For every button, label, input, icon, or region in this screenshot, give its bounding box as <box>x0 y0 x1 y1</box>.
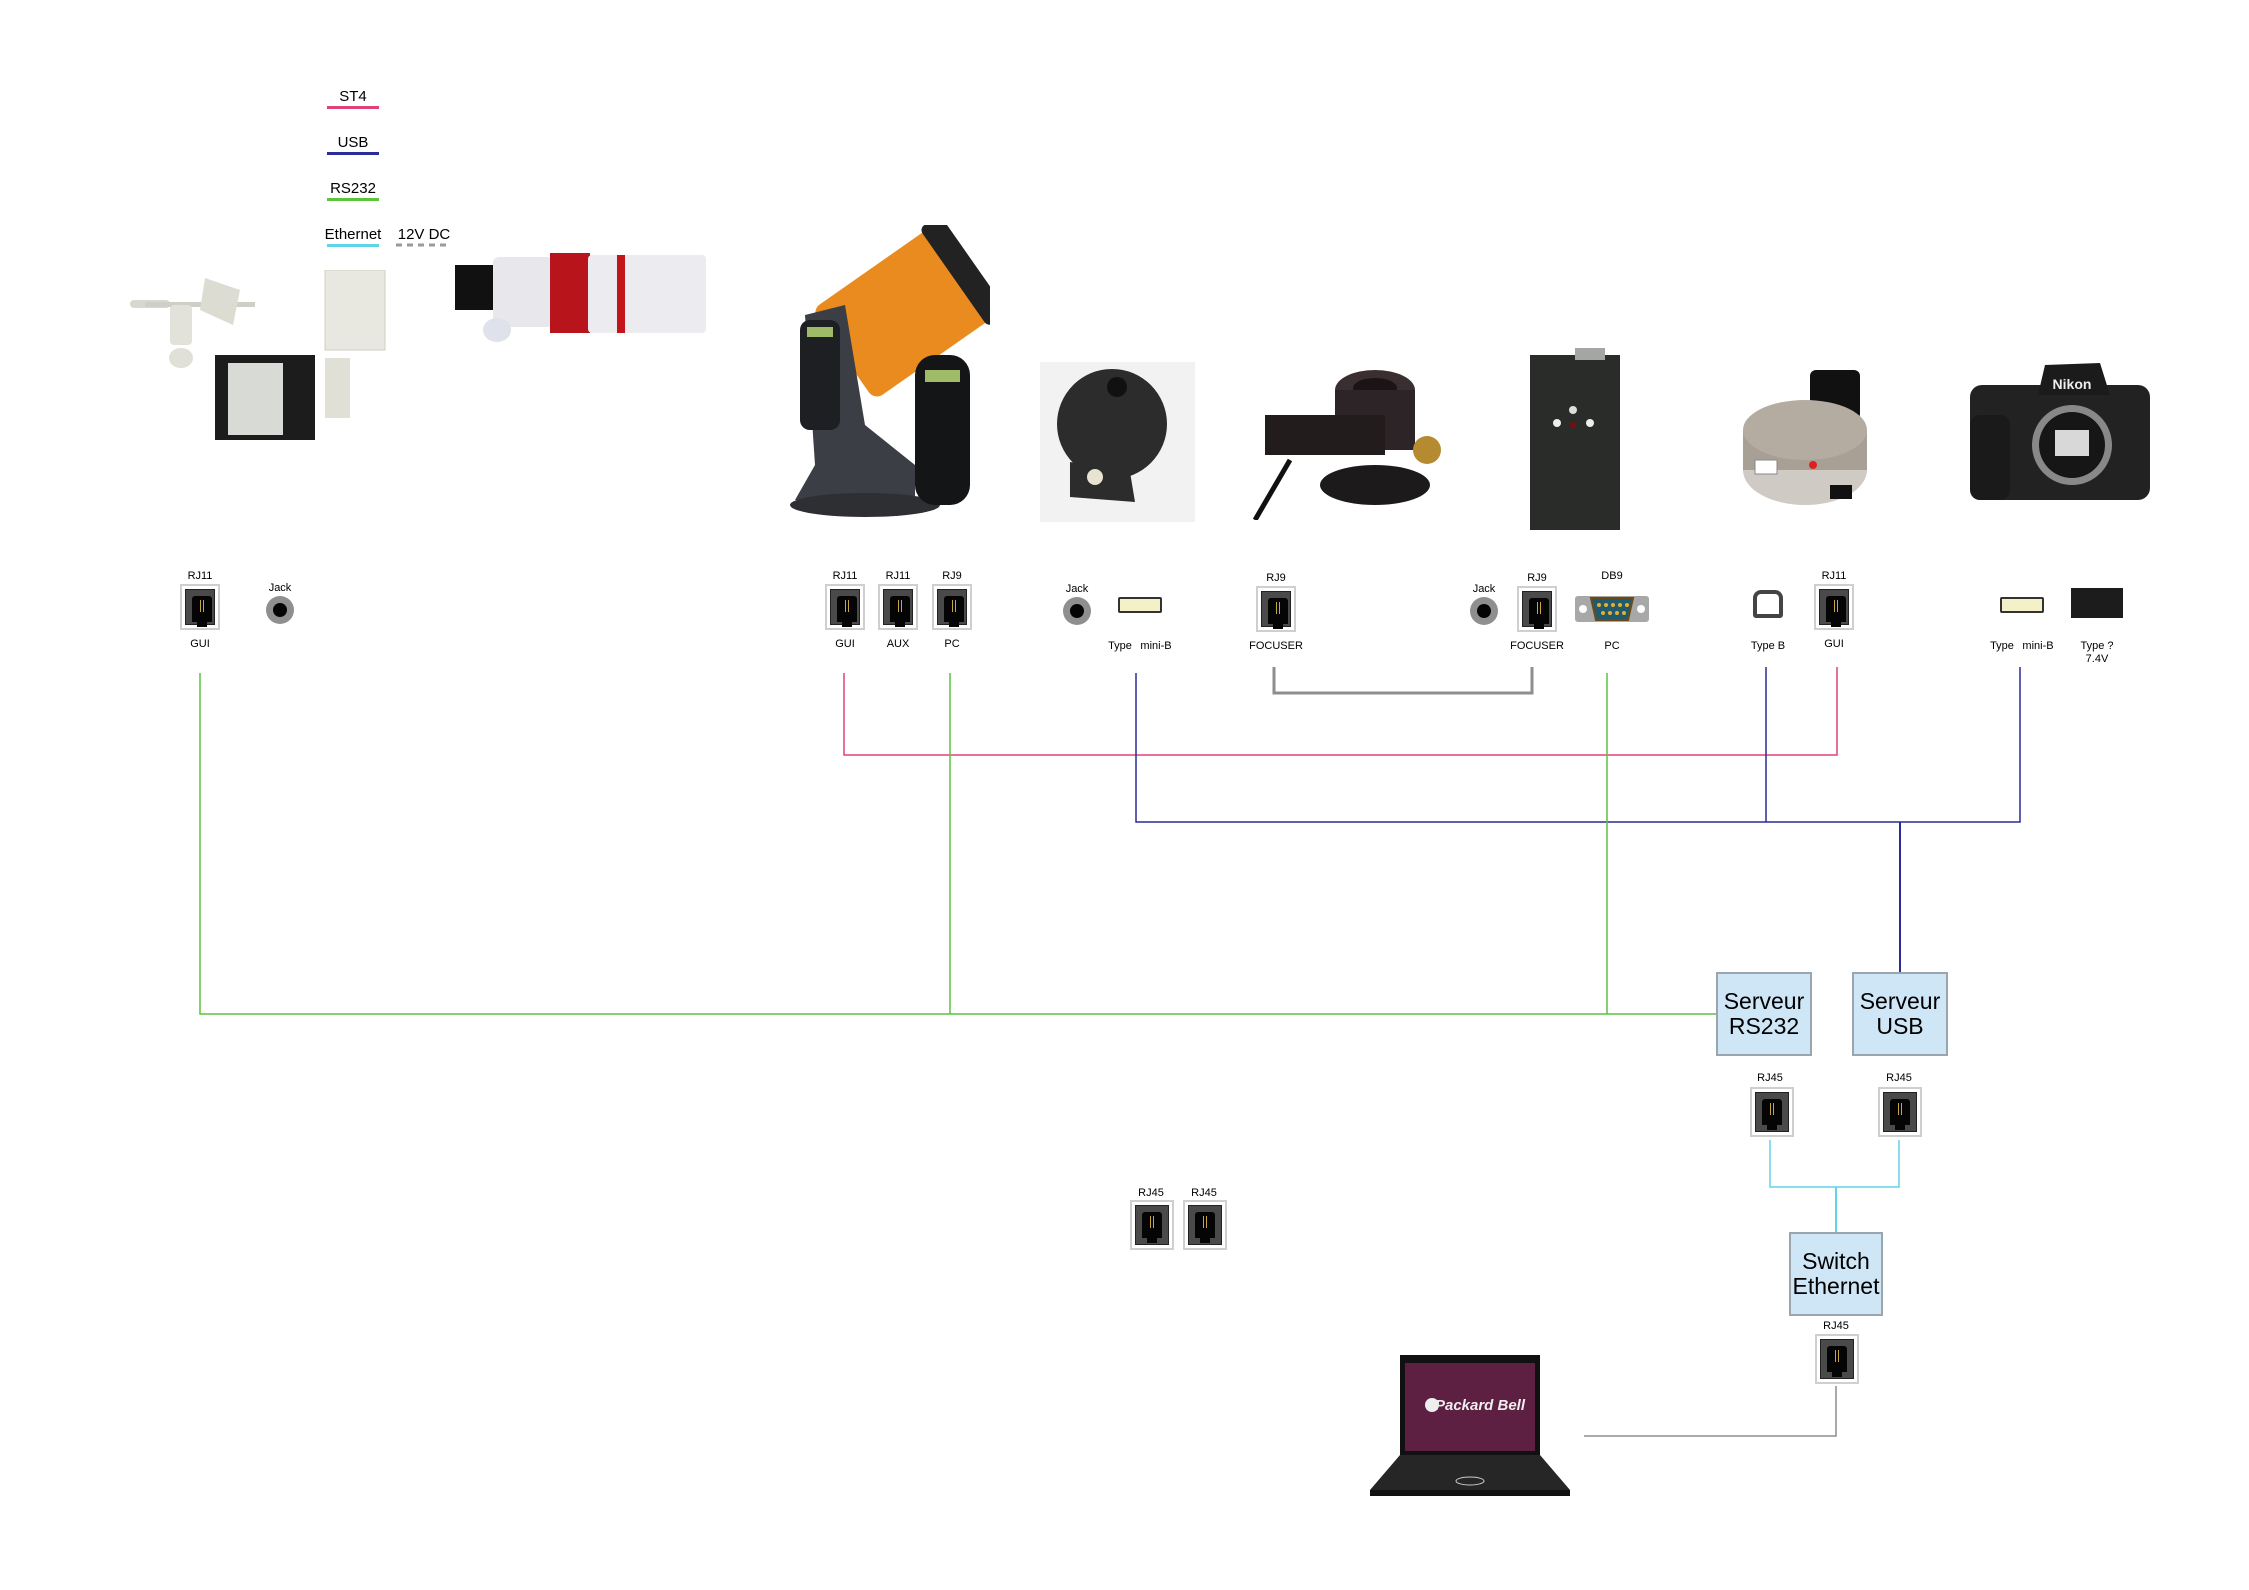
dslr-image: Nikon <box>1970 363 2150 500</box>
weather-rj11-port[interactable] <box>180 584 220 630</box>
wire-laptop <box>1584 1386 1837 1437</box>
ctrl-jack-port[interactable] <box>1470 597 1498 625</box>
server-rs232-line1: Serveur <box>1723 988 1805 1014</box>
guide-usb-typeb-port[interactable] <box>1753 590 1783 618</box>
switch-rj45-type: RJ45 <box>1823 1320 1849 1332</box>
legend-usb: USB <box>337 134 369 151</box>
guide-usb-label: Type B <box>1750 640 1786 652</box>
srv-usb-rj45-port[interactable] <box>1878 1087 1922 1137</box>
legend-ethernet: Ethernet <box>324 226 382 243</box>
wire-rs232-weather <box>199 673 1716 1015</box>
spare-rj45-2-type: RJ45 <box>1191 1187 1217 1199</box>
switch-line2: Ethernet <box>1792 1273 1880 1299</box>
scope-aux-port[interactable] <box>878 584 918 630</box>
dslr-usb-minib-port[interactable] <box>2000 597 2044 613</box>
guide-camera-image <box>1743 370 1867 505</box>
dslr-usb-type: Type <box>1990 640 2014 652</box>
ctrl-jack-label: Jack <box>1472 583 1496 595</box>
fw-jack-port[interactable] <box>1063 597 1091 625</box>
fw-usb-label: mini-B <box>1140 640 1172 652</box>
switch-rj45-port[interactable] <box>1815 1334 1859 1384</box>
scope-aux-label: AUX <box>886 638 910 650</box>
dslr-power-port[interactable] <box>2071 588 2123 618</box>
srv-usb-rj45-type: RJ45 <box>1886 1072 1912 1084</box>
legend-rs232: RS232 <box>330 180 376 197</box>
fw-usb-minib-port[interactable] <box>1118 597 1162 613</box>
filter-wheel-image <box>1040 362 1195 522</box>
wire-st4 <box>843 667 1838 756</box>
weather-station-image <box>130 270 386 440</box>
focuser-rj9-type: RJ9 <box>1266 572 1286 584</box>
laptop-image: Packard Bell <box>1370 1355 1570 1496</box>
dslr-usb-label: mini-B <box>2022 640 2054 652</box>
legend-ethernet-bar <box>327 244 379 247</box>
weather-jack-port[interactable] <box>266 596 294 624</box>
guide-rj11-type: RJ11 <box>1821 570 1847 582</box>
guide-rj11-port[interactable] <box>1814 584 1854 630</box>
legend-usb-bar <box>327 152 379 155</box>
wire-ethernet-servers <box>1769 1140 1900 1188</box>
dslr-power-sublabel: 7.4V <box>2085 653 2109 665</box>
dslr-brand: Nikon <box>2053 376 2092 392</box>
legend-rs232-bar <box>327 198 379 201</box>
spare-rj45-1-type: RJ45 <box>1138 1187 1164 1199</box>
dslr-power-label: Type ? <box>2080 640 2114 652</box>
spare-rj45-2-port[interactable] <box>1183 1200 1227 1250</box>
focuser-image <box>1252 370 1441 520</box>
ctrl-db9-port[interactable] <box>1573 590 1651 630</box>
focus-controller-image <box>1530 348 1620 530</box>
scope-aux-type: RJ11 <box>885 570 911 582</box>
scope-gui-type: RJ11 <box>832 570 858 582</box>
ctrl-rj9-label: FOCUSER <box>1510 640 1564 652</box>
server-usb-line1: Serveur <box>1859 988 1941 1014</box>
server-rs232-line2: RS232 <box>1728 1013 1800 1039</box>
legend-power: 12V DC <box>397 226 451 243</box>
guide-rj11-label: GUI <box>1824 638 1844 650</box>
focuser-rj9-port[interactable] <box>1256 586 1296 632</box>
scope-gui-port[interactable] <box>825 584 865 630</box>
scope-gui-label: GUI <box>835 638 855 650</box>
ctrl-db9-type: DB9 <box>1601 570 1623 582</box>
fw-jack-label: Jack <box>1065 583 1089 595</box>
scope-pc-port[interactable] <box>932 584 972 630</box>
ctrl-db9-label: PC <box>1604 640 1620 652</box>
wire-focuser <box>1272 667 1534 695</box>
server-usb-line2: USB <box>1876 1013 1924 1039</box>
focuser-rj9-label: FOCUSER <box>1249 640 1303 652</box>
switch-line1: Switch <box>1802 1248 1870 1274</box>
scope-pc-label: PC <box>944 638 960 650</box>
spare-rj45-1-port[interactable] <box>1130 1200 1174 1250</box>
laptop-brand: Packard Bell <box>1435 1397 1526 1414</box>
wire-usb-filterwheel <box>1135 667 2021 823</box>
refractor-image <box>455 253 706 342</box>
srv-rs232-rj45-port[interactable] <box>1750 1087 1794 1137</box>
celestron-scope-image <box>790 225 990 517</box>
legend-st4: ST4 <box>339 88 367 105</box>
scope-pc-type: RJ9 <box>942 570 962 582</box>
weather-jack-label: Jack <box>268 582 292 594</box>
fw-usb-type: Type <box>1108 640 1132 652</box>
ctrl-rj9-port[interactable] <box>1517 586 1557 632</box>
legend-st4-bar <box>327 106 379 109</box>
weather-rj11-type: RJ11 <box>187 570 213 582</box>
ctrl-rj9-type: RJ9 <box>1527 572 1547 584</box>
weather-rj11-label: GUI <box>190 638 210 650</box>
srv-rs232-rj45-type: RJ45 <box>1757 1072 1783 1084</box>
